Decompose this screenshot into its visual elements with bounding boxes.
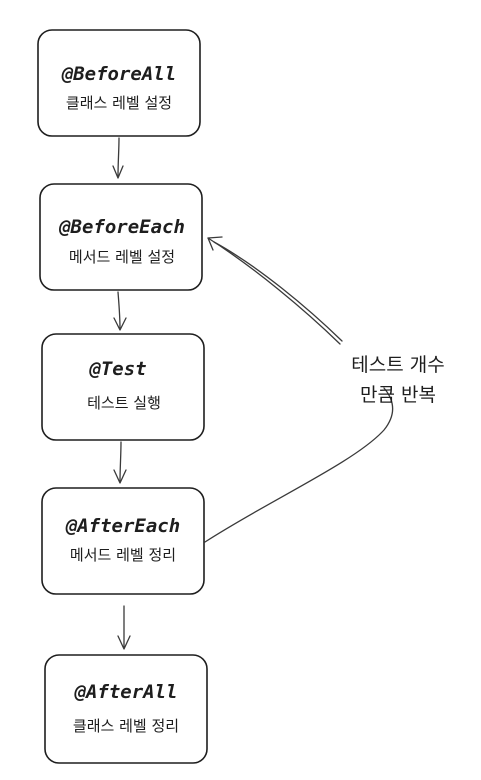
loop-label-line2: 만큼 반복 xyxy=(360,384,436,406)
node-after-each: @AfterEach 메서드 레벨 정리 xyxy=(41,487,205,595)
node-before-all: @BeforeAll 클래스 레벨 설정 xyxy=(37,29,201,137)
node-before-each-title: @BeforeEach xyxy=(58,216,185,238)
node-test-subtitle: 테스트 실행 xyxy=(87,394,161,412)
node-after-all: @AfterAll 클래스 레벨 정리 xyxy=(44,654,208,764)
arrow-test-to-after-each xyxy=(113,441,127,484)
node-after-each-subtitle: 메서드 레벨 정리 xyxy=(70,546,176,564)
node-after-all-subtitle: 클래스 레벨 정리 xyxy=(73,717,179,735)
node-after-each-box xyxy=(41,487,205,595)
node-before-each-subtitle: 메서드 레벨 설정 xyxy=(69,248,175,266)
node-after-all-box xyxy=(44,654,208,764)
node-before-all-box xyxy=(37,29,201,137)
node-test-title: @Test xyxy=(88,358,146,380)
node-before-all-subtitle: 클래스 레벨 설정 xyxy=(66,94,172,112)
node-after-all-title: @AfterAll xyxy=(74,681,178,703)
arrow-before-each-to-test xyxy=(113,291,127,331)
node-before-each-box xyxy=(39,183,203,291)
node-test-box xyxy=(41,333,205,441)
node-test: @Test 테스트 실행 xyxy=(41,333,205,441)
node-before-all-title: @BeforeAll xyxy=(61,63,176,85)
loop-arrow xyxy=(204,236,394,543)
node-after-each-title: @AfterEach xyxy=(65,515,180,537)
node-before-each: @BeforeEach 메서드 레벨 설정 xyxy=(39,183,203,291)
arrow-after-each-to-after-all xyxy=(117,605,131,650)
arrow-before-all-to-before-each xyxy=(112,137,124,179)
loop-label-line1: 테스트 개수 xyxy=(351,354,444,376)
